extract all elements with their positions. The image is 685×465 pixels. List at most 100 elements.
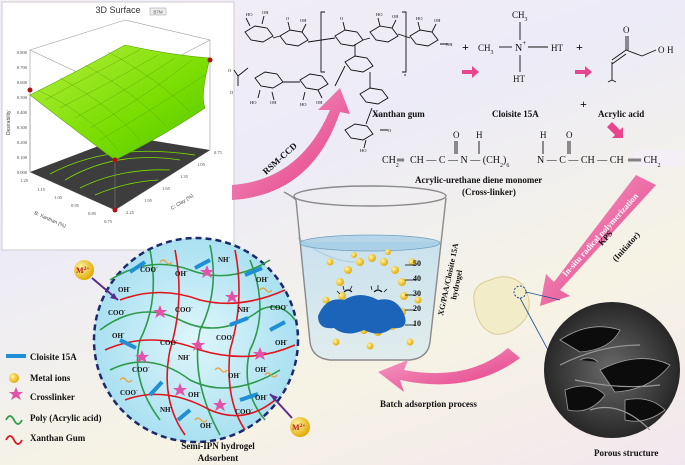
batch-arrow <box>378 348 520 392</box>
svg-text:HO: HO <box>300 102 307 107</box>
svg-text:OH: OH <box>392 14 399 19</box>
group-label: COO- <box>140 266 158 274</box>
ammonium-ht-bottom: HT <box>513 74 525 84</box>
grad-mark: 20 <box>413 304 421 313</box>
legend: Cloisite 15A Metal ions Crosslinker Poly… <box>5 352 101 445</box>
legend-metal-swatch <box>9 373 19 383</box>
group-label: OH- <box>175 270 188 278</box>
crosslinker-role: (Cross-linker) <box>462 187 516 197</box>
z-tick: 0.100 <box>17 155 28 160</box>
z-tick: 0.200 <box>17 140 28 145</box>
group-label: NH- <box>178 354 191 362</box>
legend-xanthan-swatch <box>5 435 23 445</box>
grad-mark: 10 <box>413 319 421 328</box>
ammonium-n: N+ <box>515 39 526 54</box>
group-label: OH- <box>256 276 269 284</box>
beaker: 50 40 30 20 10 <box>283 185 447 361</box>
group-label: COO- <box>108 309 126 317</box>
arrow-to-acrylic <box>575 66 592 78</box>
crosslinker-o-left: O <box>453 130 460 140</box>
legend-item: Cloisite 15A <box>30 352 77 362</box>
group-label: OH- <box>118 286 131 294</box>
metal-ion-top <box>74 260 94 280</box>
svg-text:OH: OH <box>374 112 381 117</box>
plus-sign: + <box>462 40 469 54</box>
network-caption-2: Adsorbent <box>198 453 239 463</box>
z-tick: 0.300 <box>17 125 28 130</box>
paa-fragments <box>119 259 278 423</box>
svg-text:OH: OH <box>262 10 269 15</box>
z-tick: 0.700 <box>17 65 28 70</box>
zoom-line <box>519 297 549 351</box>
crosslinker-ch2-end: ═ CH2 <box>633 155 660 169</box>
group-label: NH- <box>160 406 173 414</box>
group-label: COO- <box>175 306 193 314</box>
arrow-to-crosslinker <box>607 122 623 138</box>
hydrogel-disc <box>473 276 530 335</box>
surface-plot-badge: B7M <box>153 10 163 15</box>
svg-text:HO: HO <box>246 12 253 17</box>
acrylic-o-top: O <box>623 25 630 35</box>
group-label: OH- <box>275 339 288 347</box>
y-tick: 1.65 <box>162 186 171 191</box>
group-label: COO- <box>216 334 234 342</box>
y-tick: 1.95 <box>144 198 153 203</box>
legend-item: Metal ions <box>30 373 71 383</box>
metal-ion-bottom <box>290 417 310 437</box>
crosslinker-h-right: H <box>540 130 547 140</box>
polymerization-label: In-situ radical polymerization <box>560 191 640 279</box>
group-label: OH- <box>228 372 241 380</box>
svg-text:OH: OH <box>300 18 307 23</box>
beaker-adsorbent <box>318 295 406 334</box>
crosslinker-right: N — C — CH — CH <box>537 155 624 166</box>
x-tick: 0.75 <box>104 219 113 224</box>
svg-text:O: O <box>388 128 392 133</box>
grad-mark: 30 <box>413 289 421 298</box>
svg-text:HO: HO <box>250 100 257 105</box>
arrow-to-ammonium <box>462 66 479 78</box>
svg-text:HO: HO <box>416 16 423 21</box>
xanthan-label: Xanthan gum <box>372 109 425 119</box>
crosslinker-tail-mask <box>634 150 684 166</box>
design-point <box>27 87 33 93</box>
clay-platelets <box>119 258 286 422</box>
legend-crosslinker-swatch <box>9 387 23 400</box>
legend-item: Poly (Acrylic acid) <box>30 413 101 423</box>
surface-plot-drop-lines <box>29 90 116 210</box>
crosslinker-eq: ═ <box>396 155 405 166</box>
paa-chains <box>99 244 296 436</box>
svg-text:HO: HO <box>360 148 367 153</box>
x-tick: 1.05 <box>54 195 63 200</box>
adsorbent-eyes <box>343 289 383 293</box>
surface-plot: 3D Surface B7M 0.800 0.700 0.600 0.500 0… <box>1 1 235 251</box>
acrylic-h: H <box>667 45 674 55</box>
y-tick: 1.05 <box>197 162 206 167</box>
z-tick: 0.600 <box>17 80 28 85</box>
z-tick: 0.400 <box>17 110 28 115</box>
xanthan-chains <box>104 249 296 436</box>
crosslinker-h-left: H <box>476 130 483 140</box>
batch-label: Batch adsorption process <box>380 399 477 409</box>
rsm-ccd-arrow <box>232 88 350 200</box>
quaternary-ammonium: CH3 N+ CH3 HT HT <box>478 10 563 84</box>
z-axis-label: Desirability <box>6 110 12 135</box>
legend-paa-swatch <box>5 415 23 425</box>
svg-text:O: O <box>230 90 234 95</box>
x-tick: 1.25 <box>20 178 29 183</box>
network-caption-1: Semi-IPN hydrogel <box>181 441 255 451</box>
surface-plot-title: 3D Surface <box>95 5 140 15</box>
svg-text:OH: OH <box>270 100 277 105</box>
design-point <box>112 207 118 213</box>
y-tick: 0.75 <box>214 150 223 155</box>
svg-text:O: O <box>340 16 344 21</box>
polymerization-arrow <box>540 175 656 306</box>
design-point <box>207 57 213 63</box>
group-label: OH- <box>200 422 213 430</box>
y-tick: 1.35 <box>180 174 189 179</box>
svg-text:n: n <box>404 72 407 77</box>
ammonium-ht-right: HT <box>551 43 563 53</box>
surface-plot-surface <box>29 44 211 161</box>
zoom-line <box>525 291 561 301</box>
z-tick: 0.800 <box>17 50 28 55</box>
